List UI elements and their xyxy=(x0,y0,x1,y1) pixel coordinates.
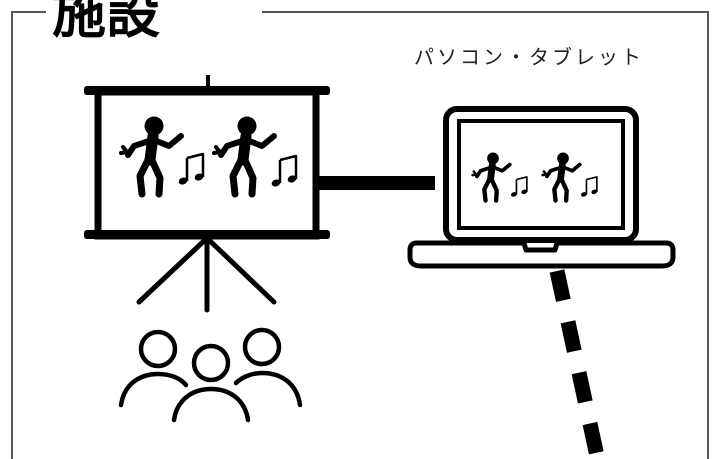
frame-title: 施設 xyxy=(52,0,160,45)
laptop-icon xyxy=(407,106,676,269)
projector-screen-icon xyxy=(84,75,330,313)
audience-icon xyxy=(118,327,303,423)
section-frame xyxy=(11,11,709,459)
dashed-connection xyxy=(549,269,606,459)
computer-label: パソコン・タブレット xyxy=(414,45,644,69)
cable-connection xyxy=(319,176,435,190)
